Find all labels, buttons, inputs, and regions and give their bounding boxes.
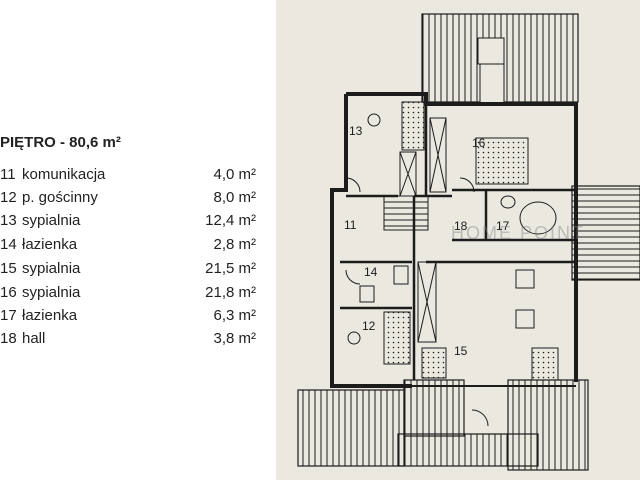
legend-panel: PIĘTRO - 80,6 m² 11 komunikacja 4,0 m² 1… bbox=[0, 0, 276, 480]
legend-row: 11 komunikacja 4,0 m² bbox=[0, 166, 256, 186]
room-label-13: 13 bbox=[349, 124, 363, 138]
floor-plan-drawing bbox=[297, 13, 640, 471]
room-number: 11 bbox=[0, 166, 16, 183]
legend-row: 16 sypialnia 21,8 m² bbox=[0, 284, 256, 304]
room-name: łazienka bbox=[22, 236, 78, 253]
room-label-12: 12 bbox=[362, 319, 376, 333]
bathroom-fixtures bbox=[359, 195, 557, 303]
room-name: sypialnia bbox=[22, 284, 81, 301]
room-number: 17 bbox=[0, 307, 17, 324]
room-area: 6,3 m² bbox=[213, 307, 256, 324]
top-balcony bbox=[421, 13, 579, 105]
room-name: łazienka bbox=[22, 307, 78, 324]
room-label-15: 15 bbox=[454, 344, 468, 358]
room-label-17: 17 bbox=[496, 219, 510, 233]
right-terrace bbox=[571, 185, 640, 281]
room-label-18: 18 bbox=[454, 219, 468, 233]
legend-row: 18 hall 3,8 m² bbox=[0, 330, 256, 350]
room-area: 3,8 m² bbox=[213, 330, 256, 347]
room-area: 21,8 m² bbox=[205, 284, 256, 301]
room-number: 13 bbox=[0, 212, 17, 229]
room-label-16: 16 bbox=[472, 136, 486, 150]
room-number: 12 bbox=[0, 189, 17, 206]
legend-row: 15 sypialnia 21,5 m² bbox=[0, 260, 256, 280]
room-area: 4,0 m² bbox=[213, 166, 256, 183]
room-name: sypialnia bbox=[22, 260, 81, 277]
room-number: 15 bbox=[0, 260, 17, 277]
room-name: hall bbox=[22, 330, 46, 347]
room-area: 8,0 m² bbox=[213, 189, 256, 206]
room-number: 14 bbox=[0, 236, 17, 253]
room-name: p. gościnny bbox=[22, 189, 98, 206]
wardrobes bbox=[399, 117, 447, 343]
interior-walls bbox=[340, 104, 576, 380]
room-name: komunikacja bbox=[22, 166, 106, 183]
legend-row: 13 sypialnia 12,4 m² bbox=[0, 212, 256, 232]
watermark-logo: HOME POINT bbox=[451, 223, 586, 243]
furniture bbox=[347, 101, 559, 381]
bottom-balcony bbox=[297, 379, 589, 471]
room-number: 16 bbox=[0, 284, 17, 301]
staircase bbox=[383, 195, 429, 231]
room-label-14: 14 bbox=[364, 265, 378, 279]
doors bbox=[345, 177, 489, 427]
legend-row: 17 łazienka 6,3 m² bbox=[0, 307, 256, 327]
room-area: 21,5 m² bbox=[205, 260, 256, 277]
room-number: 18 bbox=[0, 330, 17, 347]
legend-row: 12 p. gościnny 8,0 m² bbox=[0, 189, 256, 209]
room-label-11: 11 bbox=[344, 218, 357, 232]
room-area: 12,4 m² bbox=[205, 212, 256, 229]
room-name: sypialnia bbox=[22, 212, 81, 229]
room-area: 2,8 m² bbox=[213, 236, 256, 253]
floor-plan: 13 16 11 18 17 14 12 15 HOME POINT bbox=[276, 0, 640, 480]
floor-title: PIĘTRO - 80,6 m² bbox=[0, 134, 121, 151]
legend-row: 14 łazienka 2,8 m² bbox=[0, 236, 256, 256]
